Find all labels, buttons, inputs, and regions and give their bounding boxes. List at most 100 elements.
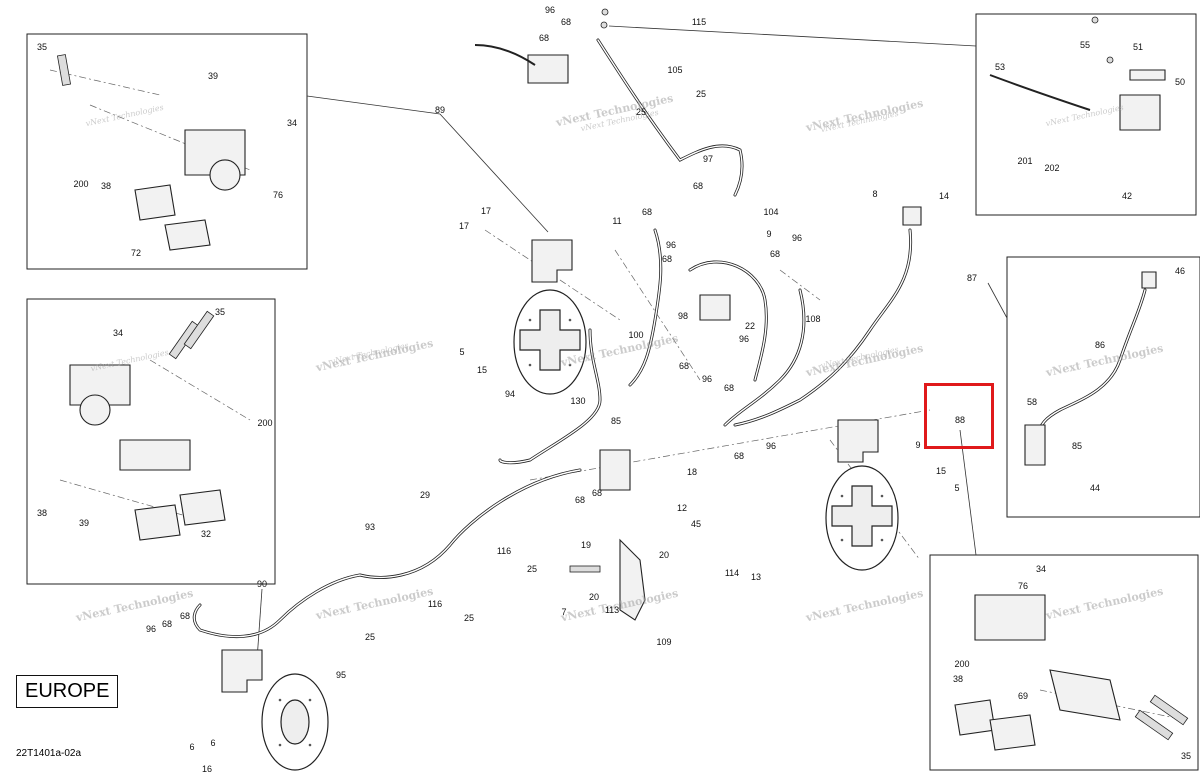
callout-number: 72: [130, 248, 142, 258]
callout-number: 38: [100, 181, 112, 191]
callout-number: 94: [504, 389, 516, 399]
callout-number: 76: [272, 190, 284, 200]
callout-number: 68: [179, 611, 191, 621]
callout-number: 96: [544, 5, 556, 15]
inset-box-right: [1006, 256, 1200, 518]
callout-number: 13: [750, 572, 762, 582]
callout-number: 5: [954, 483, 960, 493]
callout-number: 96: [738, 334, 750, 344]
callout-number: 68: [538, 33, 550, 43]
callout-number: 25: [364, 632, 376, 642]
callout-number: 19: [580, 540, 592, 550]
callout-number: 44: [1089, 483, 1101, 493]
callout-number: 20: [658, 550, 670, 560]
callout-number: 68: [723, 383, 735, 393]
callout-number: 108: [805, 314, 821, 324]
inset-box-bottom-right: [929, 554, 1199, 771]
front-brake-lever: [474, 44, 536, 66]
abs-junction: [699, 294, 731, 321]
callout-number: 29: [419, 490, 431, 500]
callout-number: 113: [604, 605, 620, 615]
callout-number: 20: [588, 592, 600, 602]
callout-number: 69: [1017, 691, 1029, 701]
callout-number: 38: [952, 674, 964, 684]
callout-number: 9: [915, 440, 921, 450]
callout-number: 6: [210, 738, 216, 748]
callout-number: 96: [701, 374, 713, 384]
callout-number: 6: [189, 742, 195, 752]
rear-caliper: [221, 649, 263, 693]
callout-number: 46: [1174, 266, 1186, 276]
callout-number: 55: [1079, 40, 1091, 50]
callout-number: 12: [676, 503, 688, 513]
callout-number: 68: [641, 207, 653, 217]
callout-number: 9: [766, 229, 772, 239]
callout-number: 53: [994, 62, 1006, 72]
callout-number: 7: [561, 607, 567, 617]
callout-number: 85: [1071, 441, 1083, 451]
callout-number: 86: [1094, 340, 1106, 350]
reservoir-right: [1141, 271, 1157, 289]
callout-number: 5: [459, 347, 465, 357]
callout-number: 34: [1035, 564, 1047, 574]
callout-number: 85: [610, 416, 622, 426]
callout-number: 88: [954, 415, 966, 425]
callout-number: 25: [463, 613, 475, 623]
callout-number: 25: [526, 564, 538, 574]
callout-number: 97: [702, 154, 714, 164]
callout-number: 17: [480, 206, 492, 216]
callout-number: 11: [612, 216, 622, 226]
callout-number: 68: [574, 495, 586, 505]
callout-number: 8: [872, 189, 878, 199]
callout-number: 35: [1180, 751, 1192, 761]
callout-number: 45: [690, 519, 702, 529]
region-label: EUROPE: [16, 675, 119, 708]
part-code: 22T1401a-02a: [16, 748, 82, 759]
callout-number: 96: [791, 233, 803, 243]
rear-master-cylinder: [599, 449, 631, 491]
callout-number: 51: [1132, 42, 1144, 52]
front-caliper-left: [531, 239, 573, 283]
callout-number: 104: [763, 207, 779, 217]
callout-number: 68: [661, 254, 673, 264]
callout-number: 68: [560, 17, 572, 27]
callout-number: 25: [635, 107, 647, 117]
callout-number: 42: [1121, 191, 1133, 201]
callout-number: 39: [78, 518, 90, 528]
callout-number: 15: [476, 365, 488, 375]
callout-number: 200: [954, 659, 970, 669]
callout-number: 109: [656, 637, 672, 647]
callout-number: 68: [161, 619, 173, 629]
callout-number: 17: [458, 221, 470, 231]
callout-number: 98: [677, 311, 689, 321]
callout-number: 68: [692, 181, 704, 191]
callout-number: 200: [257, 418, 273, 428]
callout-number: 114: [724, 568, 740, 578]
callout-number: 202: [1044, 163, 1060, 173]
callout-number: 201: [1017, 156, 1033, 166]
reservoir-top: [902, 206, 922, 226]
callout-number: 96: [145, 624, 157, 634]
callout-number: 116: [496, 546, 512, 556]
callout-number: 116: [427, 599, 443, 609]
callout-number: 35: [36, 42, 48, 52]
callout-number: 16: [201, 764, 213, 774]
front-caliper-right: [837, 419, 879, 463]
callout-number: 34: [286, 118, 298, 128]
callout-number: 95: [335, 670, 347, 680]
callout-number: 68: [733, 451, 745, 461]
callout-number: 15: [935, 466, 947, 476]
callout-number: 38: [36, 508, 48, 518]
callout-number: 115: [691, 17, 707, 27]
callout-number: 130: [570, 396, 586, 406]
master-cylinder-top: [527, 54, 569, 84]
callout-number: 68: [769, 249, 781, 259]
inset-box-top-left: [26, 33, 308, 270]
callout-number: 96: [765, 441, 777, 451]
callout-number: 68: [591, 488, 603, 498]
brake-pedal: [619, 538, 646, 621]
callout-number: 35: [214, 307, 226, 317]
callout-number: 25: [695, 89, 707, 99]
inset-box-mid-left: [26, 298, 276, 585]
